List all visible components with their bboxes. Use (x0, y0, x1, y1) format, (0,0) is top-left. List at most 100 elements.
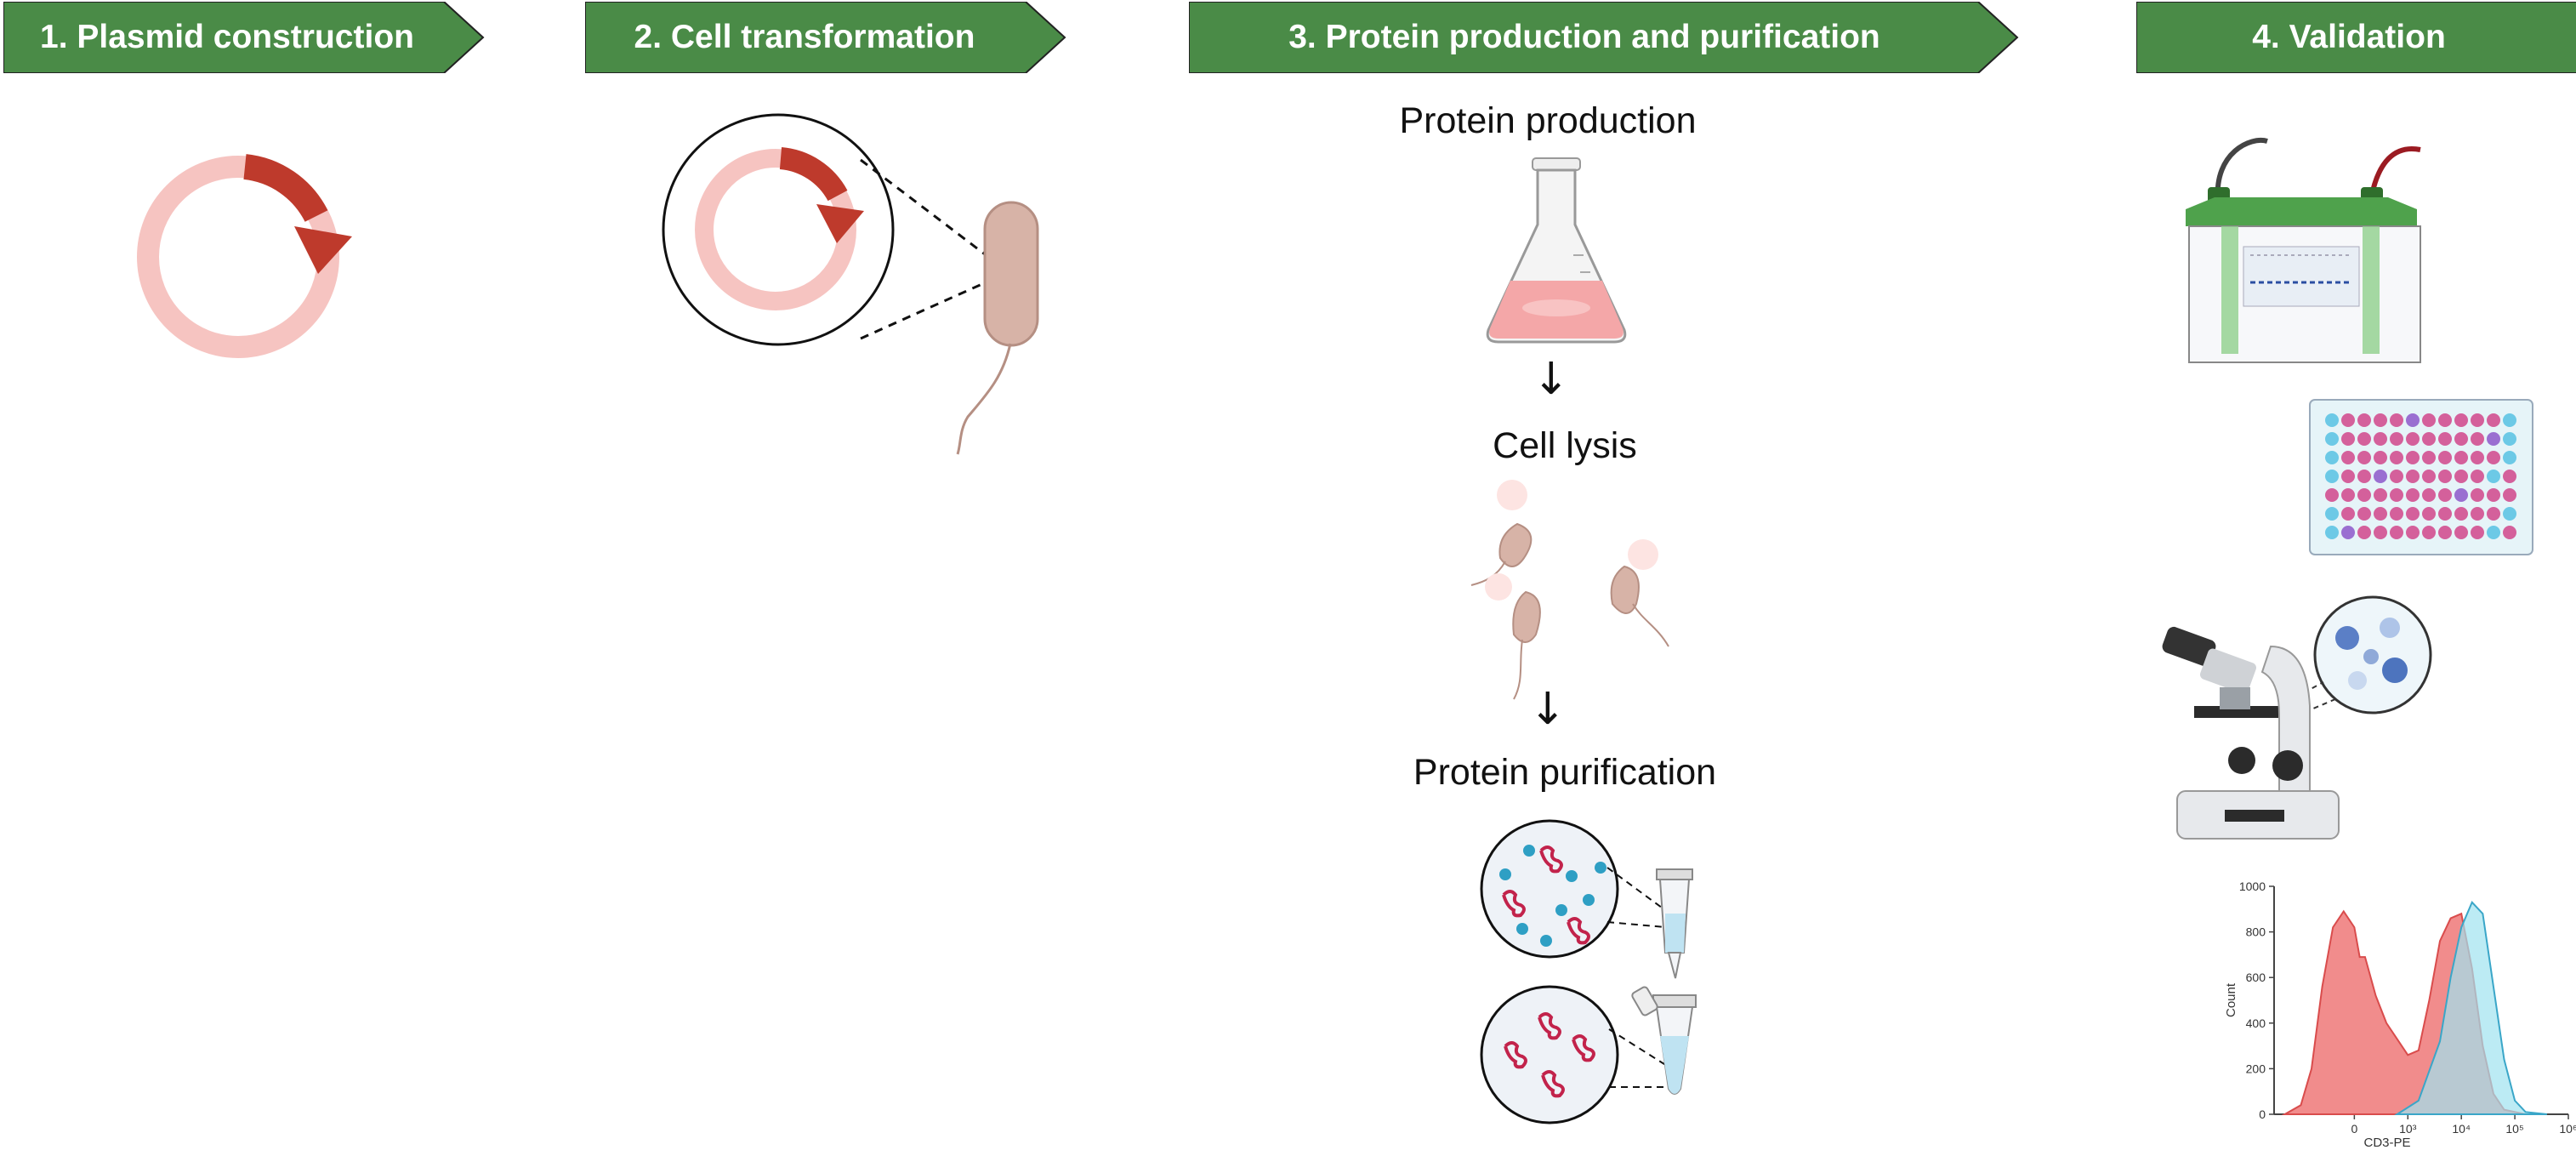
plate-well (2325, 488, 2339, 502)
plate-well (2503, 451, 2516, 464)
plate-well (2454, 432, 2468, 446)
plate-well (2390, 413, 2403, 427)
plate-well (2454, 488, 2468, 502)
plate-well (2471, 451, 2484, 464)
plate-well (2487, 526, 2500, 539)
y-tick-label: 600 (2246, 971, 2266, 984)
microscope-icon (2162, 595, 2432, 840)
plate-well (2406, 451, 2420, 464)
plate-well (2503, 413, 2516, 427)
magnified-cells-icon (2313, 595, 2432, 714)
plate-well (2454, 507, 2468, 521)
plate-well (2341, 432, 2355, 446)
cell-transformation-illustration (662, 113, 1039, 455)
plate-well (2341, 413, 2355, 427)
plate-well (2406, 507, 2420, 521)
plate-well (2422, 526, 2436, 539)
plate-well (2406, 413, 2420, 427)
x-tick-label: 10⁵ (2505, 1122, 2523, 1136)
plate-well (2357, 432, 2371, 446)
plate-well (2374, 413, 2387, 427)
plate-well (2487, 470, 2500, 483)
x-axis-label: CD3-PE (2363, 1136, 2410, 1150)
well-plate-icon (2309, 399, 2533, 555)
plate-well (2357, 470, 2371, 483)
plate-well (2374, 526, 2387, 539)
plate-well (2341, 526, 2355, 539)
plate-well (2325, 526, 2339, 539)
lysate-mixture-icon (1480, 819, 1619, 959)
x-tick-label: 10⁴ (2452, 1122, 2471, 1136)
plate-well (2487, 488, 2500, 502)
zoom-line-top (860, 158, 996, 264)
lysed-bacterium-2 (1610, 539, 1669, 647)
plasmid-icon (137, 154, 352, 358)
y-tick-label: 400 (2246, 1016, 2266, 1030)
plate-well (2357, 488, 2371, 502)
plate-well (2503, 488, 2516, 502)
y-tick-label: 200 (2246, 1062, 2266, 1075)
step-3-banner: 3. Protein production and purification (1189, 2, 2019, 73)
plate-well (2374, 432, 2387, 446)
plate-well (2471, 413, 2484, 427)
magnified-plasmid-icon (662, 113, 895, 346)
plate-well (2471, 507, 2484, 521)
plate-well (2325, 432, 2339, 446)
plate-well (2406, 526, 2420, 539)
plate-well (2374, 488, 2387, 502)
plate-well (2487, 432, 2500, 446)
plate-well (2422, 432, 2436, 446)
step-4-label: 4. Validation (2252, 19, 2446, 55)
plate-well (2422, 470, 2436, 483)
plate-well (2503, 432, 2516, 446)
plate-well (2422, 488, 2436, 502)
plate-well (2438, 432, 2452, 446)
x-tick-label: 0 (2351, 1122, 2357, 1136)
plate-well (2454, 526, 2468, 539)
plate-well (2374, 507, 2387, 521)
lysed-bacterium-1 (1470, 480, 1533, 586)
plate-well (2503, 526, 2516, 539)
plate-well (2471, 432, 2484, 446)
flow-arrow-2: ↓ (1529, 684, 1567, 735)
plate-wells (2325, 413, 2516, 539)
y-tick-label: 0 (2259, 1107, 2266, 1121)
plate-well (2503, 470, 2516, 483)
plate-well (2471, 526, 2484, 539)
y-tick-label: 800 (2246, 925, 2266, 939)
plate-well (2406, 432, 2420, 446)
bacterium-icon (956, 201, 1039, 455)
plate-well (2325, 451, 2339, 464)
step-3-label: 3. Protein production and purification (1288, 19, 1880, 55)
spin-column-icon (1631, 868, 1697, 1095)
plate-well (2374, 470, 2387, 483)
plate-well (2422, 451, 2436, 464)
plate-well (2422, 413, 2436, 427)
lysed-bacterium-3 (1485, 573, 1541, 700)
plate-well (2357, 526, 2371, 539)
plate-well (2406, 488, 2420, 502)
plate-well (2390, 451, 2403, 464)
zoom-line-bottom (860, 277, 994, 340)
plate-well (2487, 413, 2500, 427)
plate-well (2390, 432, 2403, 446)
protein-purification-label: Protein purification (1413, 752, 1717, 793)
cell-lysis-label: Cell lysis (1493, 425, 1637, 466)
purified-protein-icon (1480, 985, 1619, 1124)
plate-well (2503, 507, 2516, 521)
plate-well (2438, 470, 2452, 483)
plate-well (2374, 451, 2387, 464)
y-tick-label: 1000 (2239, 880, 2266, 893)
plate-well (2438, 451, 2452, 464)
plate-well (2390, 470, 2403, 483)
plate-well (2390, 488, 2403, 502)
step-4-banner: 4. Validation (2136, 2, 2576, 73)
plate-well (2341, 507, 2355, 521)
histogram-series-2 (2394, 900, 2547, 1115)
plate-well (2390, 526, 2403, 539)
plate-well (2341, 451, 2355, 464)
plate-well (2422, 507, 2436, 521)
plate-well (2325, 470, 2339, 483)
protein-production-label: Protein production (1399, 100, 1697, 141)
